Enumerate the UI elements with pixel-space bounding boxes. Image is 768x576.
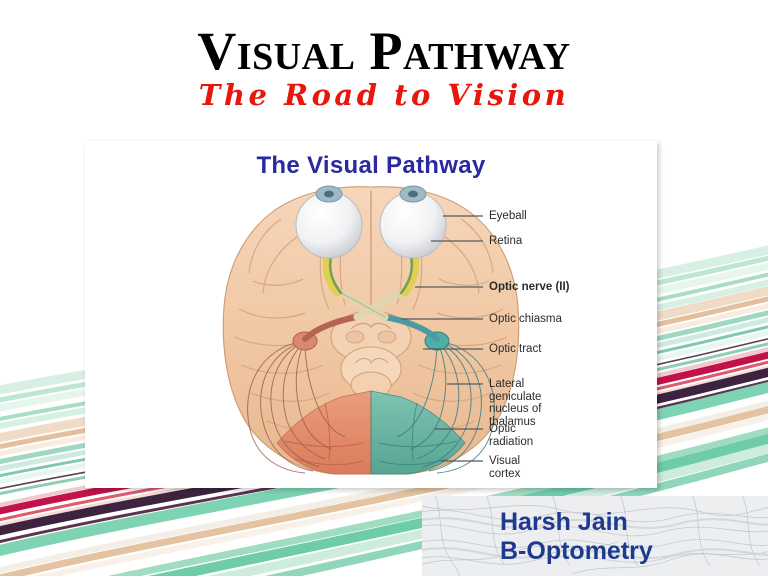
brain-illustration bbox=[222, 185, 520, 475]
label-visual-cortex: Visual cortex bbox=[489, 455, 521, 480]
page-subtitle: The Road to Vision bbox=[198, 78, 570, 112]
label-optic-chiasma: Optic chiasma bbox=[489, 313, 562, 325]
visual-pathway-figure bbox=[222, 185, 520, 475]
label-optic-nerve: Optic nerve (II) bbox=[489, 281, 570, 293]
label-eyeball: Eyeball bbox=[489, 210, 527, 222]
page-title: Visual Pathway bbox=[197, 21, 571, 81]
author-degree: B-Optometry bbox=[500, 537, 653, 565]
diagram-heading: The Visual Pathway bbox=[256, 152, 486, 179]
label-lateral-geniculate-nucleus: Lateral geniculate nucleus of thalamus bbox=[489, 378, 542, 428]
author-name: Harsh Jain bbox=[500, 508, 628, 536]
title-block: Visual Pathway The Road to Vision bbox=[0, 22, 768, 112]
label-optic-radiation: Optic radiation bbox=[489, 423, 534, 448]
eyeball-left bbox=[295, 185, 363, 259]
label-optic-tract: Optic tract bbox=[489, 343, 542, 355]
eyeball-right bbox=[379, 185, 447, 259]
label-retina: Retina bbox=[489, 235, 523, 247]
author-box: Harsh Jain B-Optometry bbox=[422, 496, 768, 576]
diagram-panel: The Visual Pathway bbox=[85, 141, 657, 488]
author-text: Harsh Jain B-Optometry bbox=[422, 508, 768, 566]
